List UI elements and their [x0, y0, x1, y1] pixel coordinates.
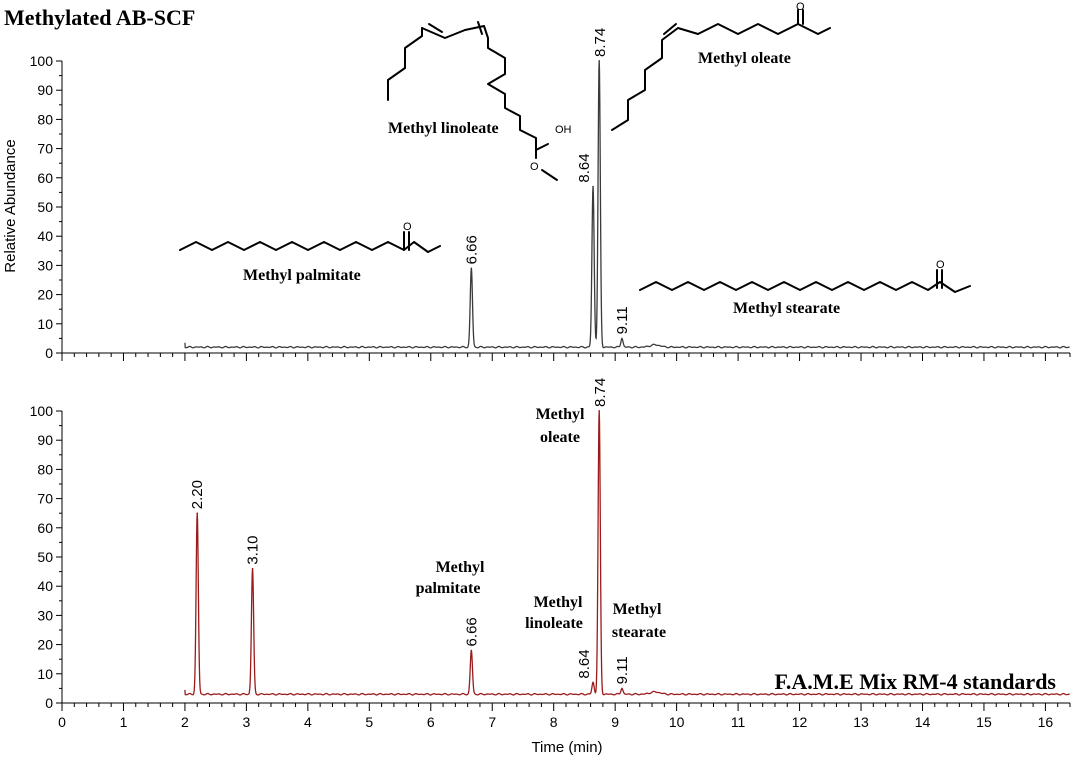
- top-y-tick-label: 70: [37, 141, 53, 157]
- annotation-bottom-stearate: Methyl stearate: [612, 601, 666, 641]
- bottom-peak-label-6.66: 6.66: [463, 617, 480, 646]
- x-tick-label: 14: [915, 714, 931, 730]
- bottom-y-tick-label: 90: [37, 432, 53, 448]
- bottom-peak-label-8.74: 8.74: [592, 378, 609, 407]
- annotation-bottom-linoleate-line1: Methyl: [534, 594, 583, 611]
- x-tick-label: 0: [58, 714, 66, 730]
- x-tick-label: 10: [669, 714, 685, 730]
- top-peak-apex-8.64: [592, 185, 594, 188]
- bottom-y-tick-label: 20: [37, 637, 53, 653]
- bottom-peak-label-2.20: 2.20: [189, 480, 206, 509]
- top-peak-label-8.74: 8.74: [592, 28, 609, 57]
- x-axis-title: Time (min): [531, 739, 602, 756]
- structure-methyl-linoleate: OH O: [387, 21, 572, 181]
- x-tick-label: 1: [120, 714, 128, 730]
- top-trace-line: [184, 60, 1070, 349]
- bottom-peak-label-9.11: 9.11: [614, 656, 631, 684]
- bottom-peak-label-3.10: 3.10: [245, 535, 262, 564]
- annotation-bottom-linoleate: Methyl linoleate: [525, 594, 583, 632]
- top-y-tick-label: 20: [37, 287, 53, 303]
- top-y-tick-label: 60: [37, 170, 53, 186]
- bottom-y-tick-label: 10: [37, 666, 53, 682]
- top-y-tick-label: 30: [37, 257, 53, 273]
- bottom-y-tick-label: 0: [45, 695, 53, 711]
- annotation-bottom-palmitate-line1: Methyl: [436, 559, 485, 576]
- x-tick-label: 9: [611, 714, 619, 730]
- bottom-peak-apex-8.74: [598, 410, 600, 412]
- top-chromatogram-panel: 0 10 20 30 40 50 60 70 80 90 100 6.66 8.64 8.74 9.11: [30, 28, 1071, 361]
- bottom-peak-apex-8.64: [592, 681, 594, 684]
- bottom-peak-apex-2.20: [196, 512, 199, 514]
- x-tick-label: 12: [792, 714, 808, 730]
- top-y-tick-label: 100: [30, 53, 54, 69]
- x-tick-label: 8: [550, 714, 558, 730]
- x-tick-label: 6: [427, 714, 435, 730]
- x-tick-label: 3: [242, 714, 250, 730]
- bottom-y-tick-label: 80: [37, 461, 53, 477]
- linoleate-o-label: O: [530, 161, 539, 173]
- top-y-tick-label: 40: [37, 228, 53, 244]
- annotation-methyl-palmitate: Methyl palmitate: [243, 267, 361, 284]
- structure-methyl-stearate: O: [639, 259, 971, 293]
- x-tick-label: 11: [731, 714, 746, 730]
- bottom-y-tick-label: 70: [37, 491, 53, 507]
- y-axis-title: Relative Abundance: [2, 139, 19, 272]
- palmitate-o-label: O: [403, 221, 412, 233]
- bottom-peak-apex-3.10: [251, 567, 254, 570]
- top-panel-title: Methylated AB-SCF: [4, 5, 195, 30]
- annotation-bottom-oleate-line1: Methyl: [536, 406, 585, 423]
- annotation-methyl-linoleate: Methyl linoleate: [388, 120, 499, 137]
- bottom-panel-title: F.A.M.E Mix RM-4 standards: [774, 669, 1056, 694]
- annotation-methyl-oleate: Methyl oleate: [698, 50, 791, 67]
- structure-methyl-palmitate: O: [179, 221, 441, 253]
- bottom-trace-line: [184, 410, 1070, 696]
- top-peak-apex-9.11: [621, 337, 623, 340]
- x-tick-label: 2: [181, 714, 189, 730]
- bottom-peak-apex-9.11: [621, 687, 623, 690]
- annotation-bottom-linoleate-line2: linoleate: [525, 615, 583, 632]
- stearate-o-label: O: [936, 259, 945, 271]
- linoleate-oh-label: OH: [555, 124, 572, 136]
- x-tick-label: 15: [976, 714, 992, 730]
- annotation-bottom-palmitate-line2: palmitate: [416, 580, 481, 597]
- annotation-bottom-oleate: Methyl oleate: [536, 406, 585, 446]
- x-tick-label: 13: [853, 714, 869, 730]
- top-y-tick-label: 50: [37, 199, 53, 215]
- top-y-tick-label: 0: [45, 345, 53, 361]
- top-y-tick-label: 10: [37, 316, 53, 332]
- bottom-y-tick-label: 60: [37, 520, 53, 536]
- top-peak-apex-6.66: [470, 267, 473, 270]
- bottom-y-tick-label: 40: [37, 578, 53, 594]
- annotation-bottom-stearate-line2: stearate: [612, 624, 666, 641]
- x-tick-label: 5: [365, 714, 373, 730]
- bottom-peak-apex-6.66: [470, 649, 473, 652]
- x-tick-label: 16: [1038, 714, 1054, 730]
- top-peak-apex-8.74: [598, 60, 600, 62]
- bottom-y-tick-label: 100: [30, 403, 54, 419]
- annotation-bottom-oleate-line2: oleate: [540, 429, 580, 446]
- top-y-tick-label: 80: [37, 111, 53, 127]
- top-y-tick-label: 90: [37, 82, 53, 98]
- bottom-peak-label-8.64: 8.64: [576, 649, 593, 678]
- top-peak-label-9.11: 9.11: [614, 306, 631, 334]
- x-tick-label: 4: [304, 714, 312, 730]
- top-peak-label-8.64: 8.64: [576, 153, 593, 182]
- oleate-o-label: O: [796, 1, 805, 13]
- top-peak-label-6.66: 6.66: [463, 235, 480, 264]
- structure-methyl-oleate: O: [611, 1, 831, 131]
- annotation-methyl-stearate: Methyl stearate: [733, 300, 840, 317]
- annotation-bottom-palmitate: Methyl palmitate: [416, 559, 485, 597]
- x-tick-label: 7: [488, 714, 496, 730]
- bottom-y-tick-label: 30: [37, 607, 53, 623]
- bottom-y-tick-label: 50: [37, 549, 53, 565]
- annotation-bottom-stearate-line1: Methyl: [613, 601, 662, 618]
